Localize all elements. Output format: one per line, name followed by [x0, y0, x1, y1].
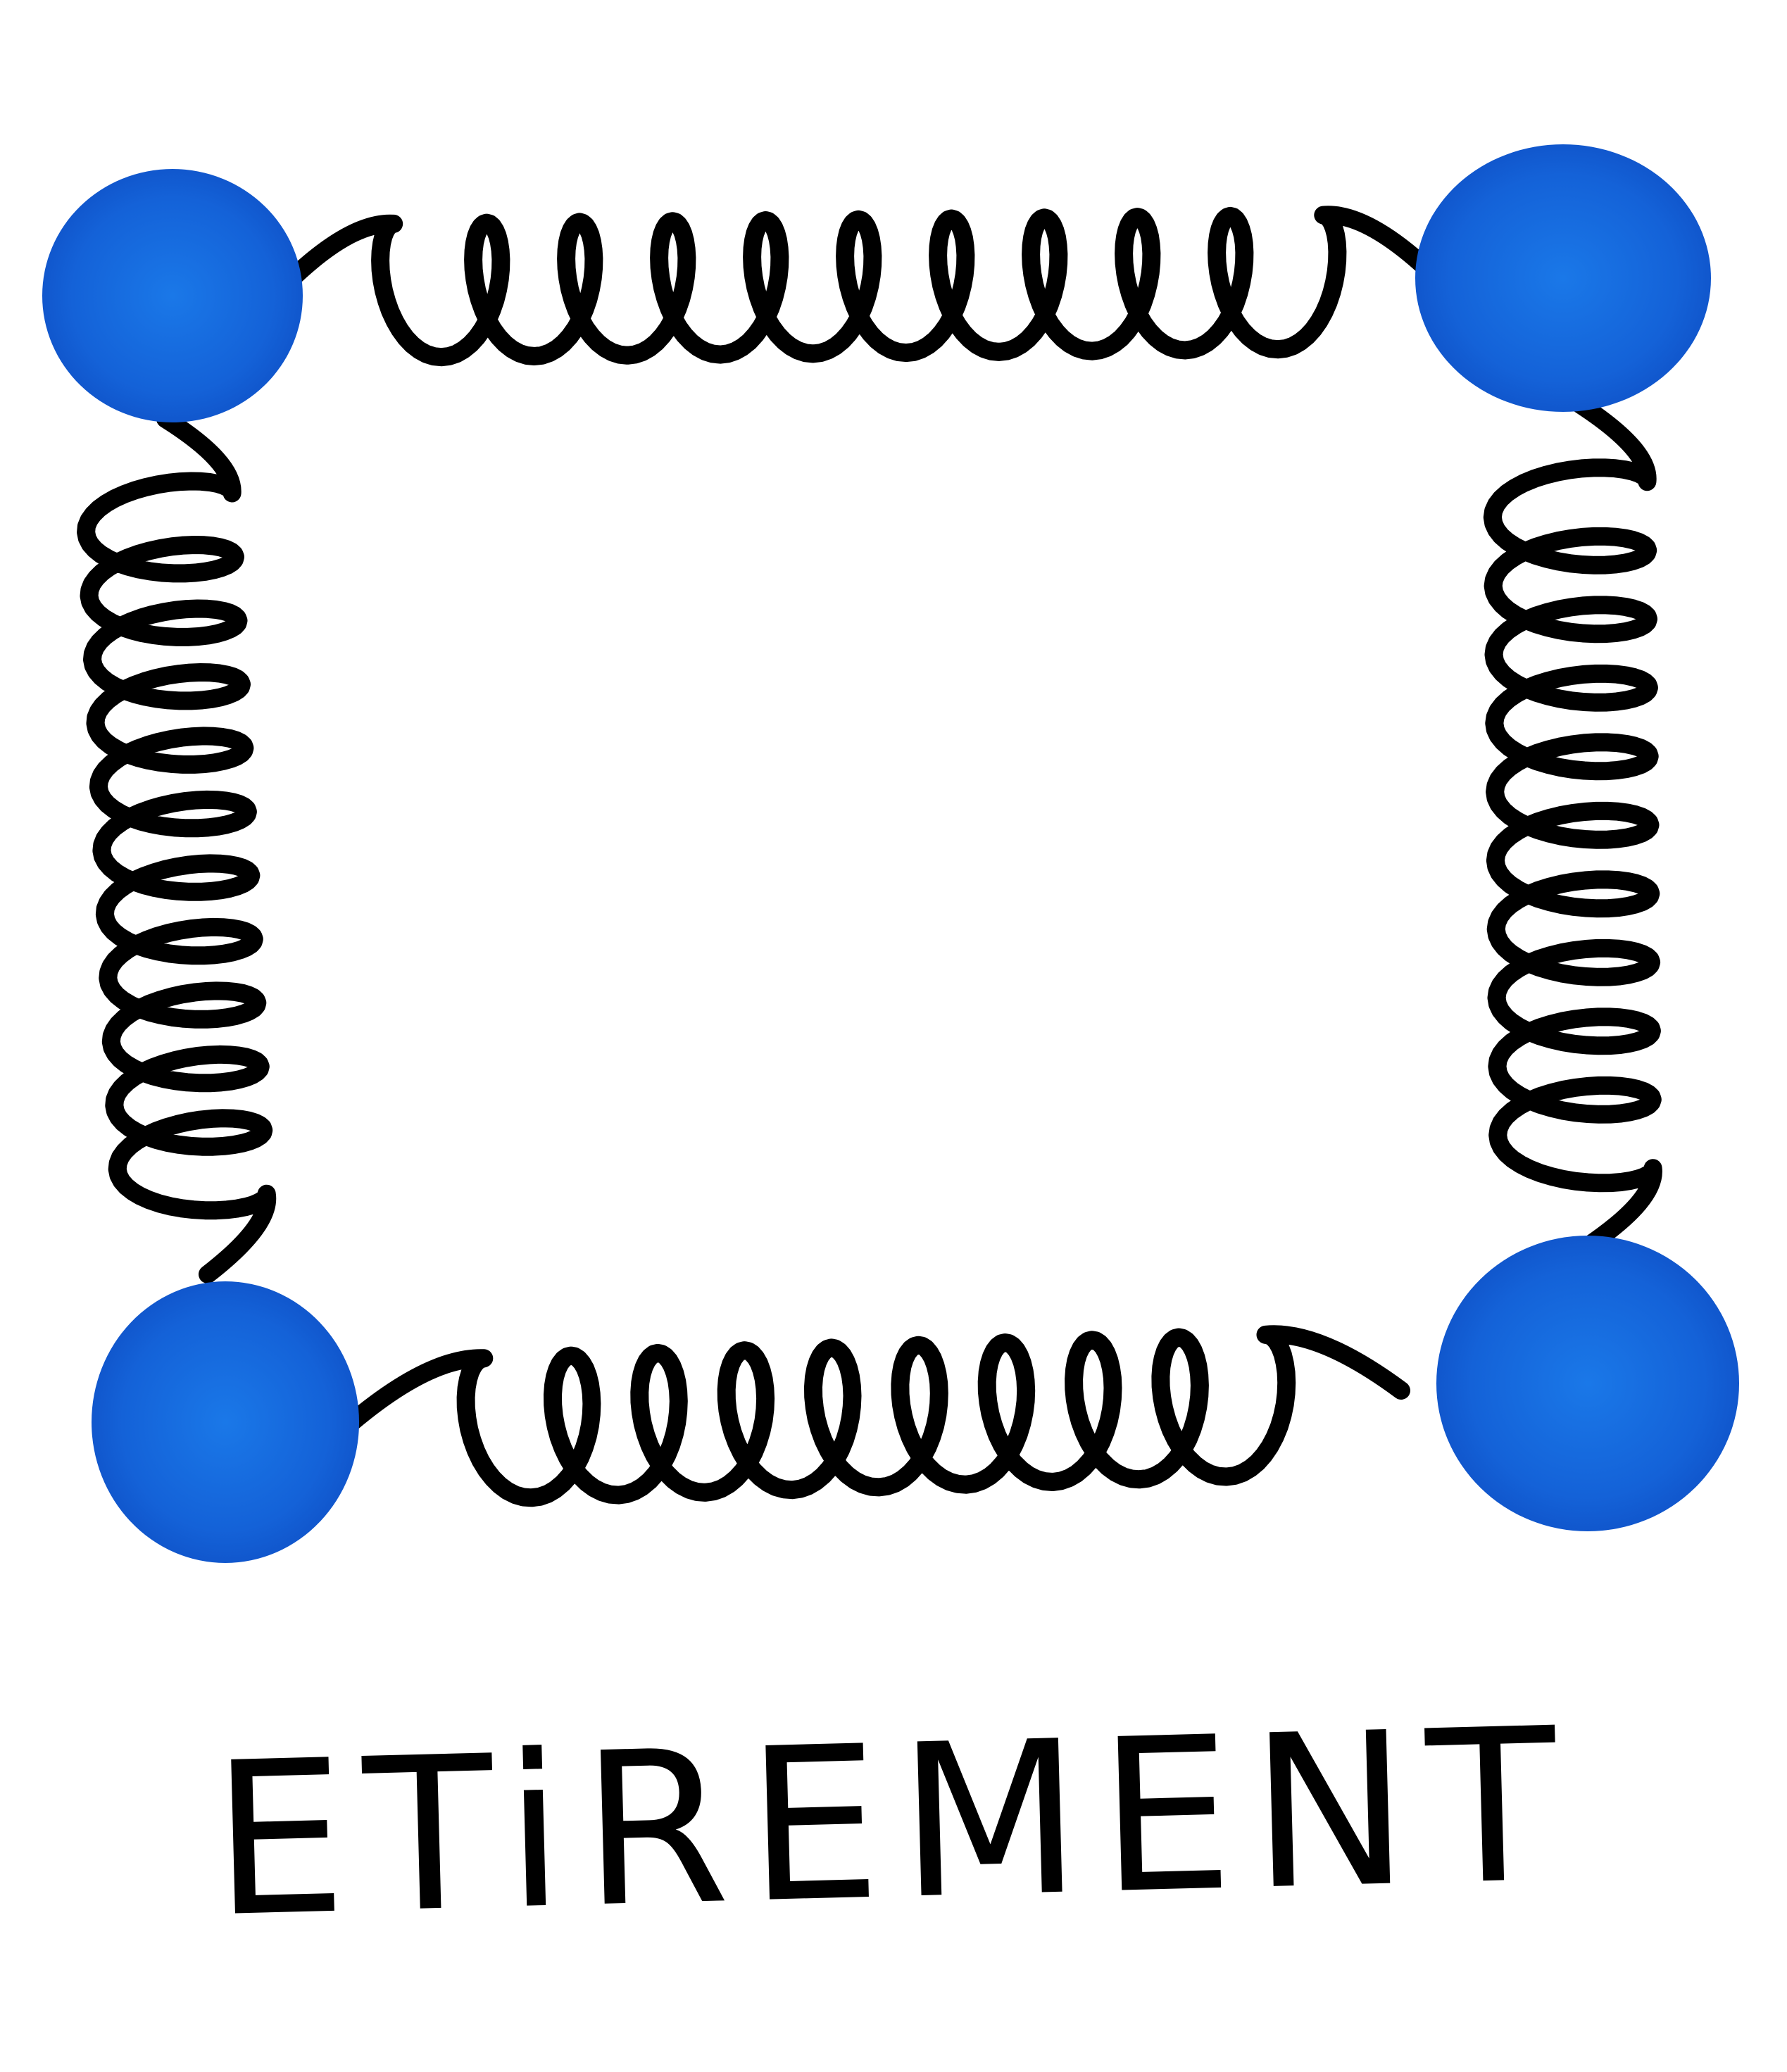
mass-bottom-left	[92, 1281, 359, 1563]
masses	[42, 144, 1739, 1563]
spring-top	[280, 206, 1438, 367]
springs	[77, 206, 1662, 1507]
spring-left	[77, 410, 277, 1283]
mass-top-right	[1415, 144, 1711, 412]
spring-right	[1483, 396, 1662, 1255]
caption-label: ETiREMENT	[209, 1682, 1578, 1964]
mass-bottom-right	[1436, 1236, 1739, 1531]
spring-bottom	[343, 1325, 1410, 1507]
mass-top-left	[42, 169, 303, 422]
